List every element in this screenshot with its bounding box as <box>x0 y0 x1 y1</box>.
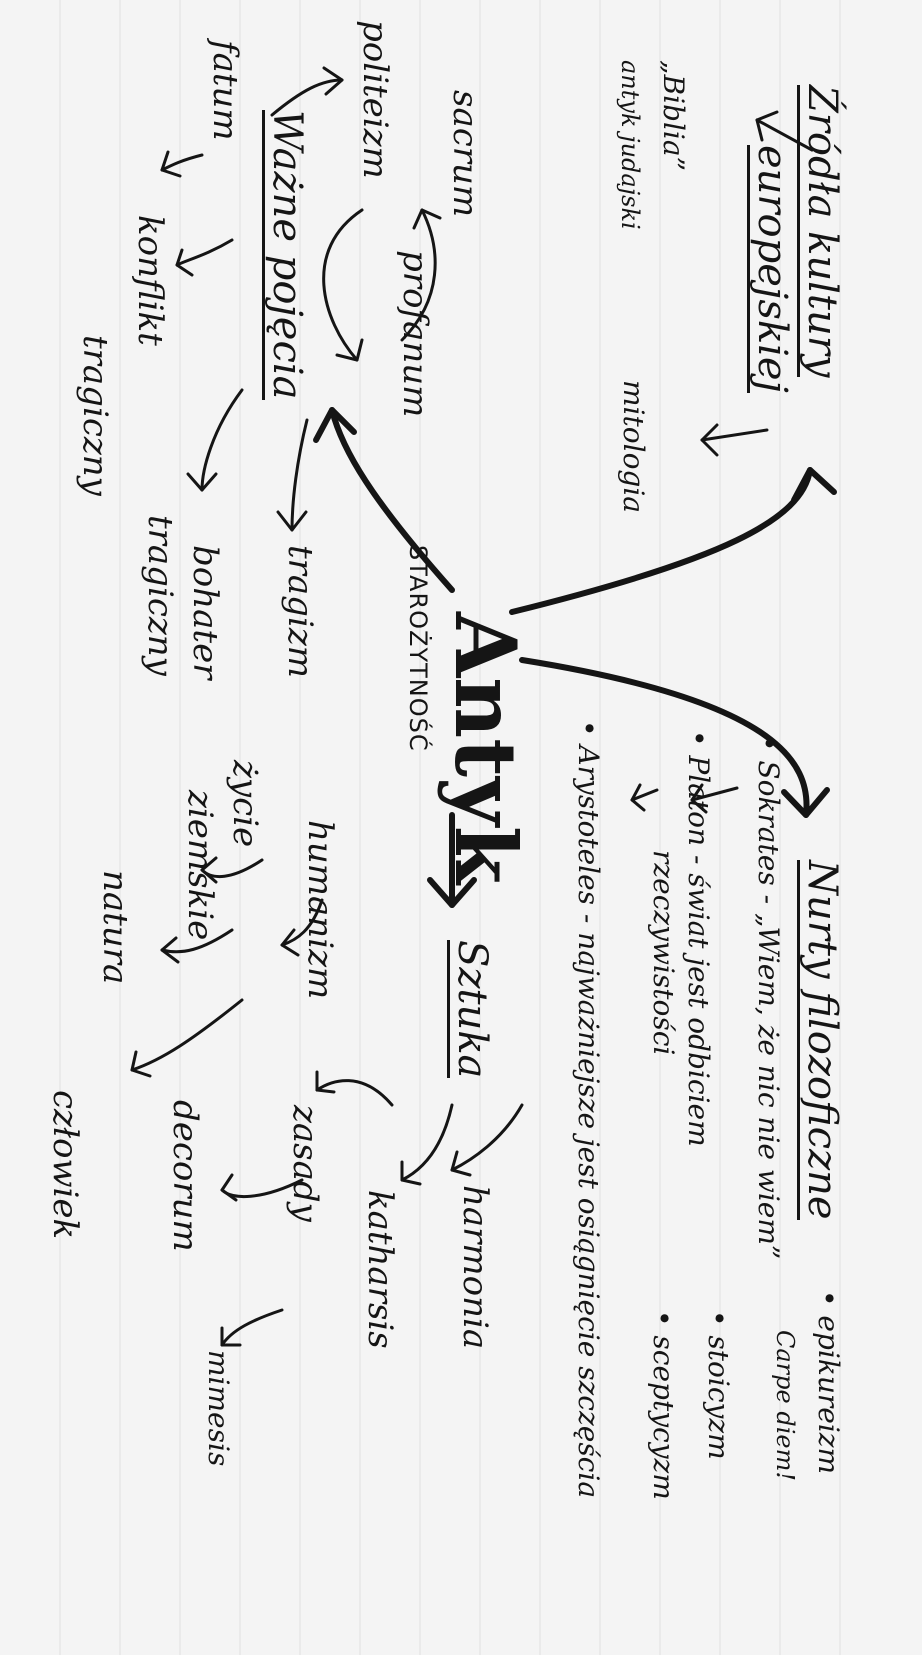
concepts-item-politeizm: politeizm <box>355 20 395 179</box>
arrow-mitologia-head <box>700 423 719 457</box>
philosophy-item-epikureizm: • epikureizm <box>812 1290 845 1475</box>
arrow-to-concepts <box>329 407 455 593</box>
art-item-zycie: życie <box>225 760 265 848</box>
philosophy-item-platon: • Platon - świat jest odbiciem <box>682 730 715 1147</box>
arrow-to-art-head <box>427 877 477 908</box>
arrow-platon-arystoteles <box>630 788 659 802</box>
sources-item-biblia: „Biblia” <box>657 60 690 171</box>
concepts-item-konflikt: konflikt <box>130 215 170 346</box>
arrow-fatum-head <box>160 150 182 178</box>
philosophy-item-stoicyzm: • stoicyzm <box>702 1310 735 1460</box>
arrow-profanum-sacrum <box>400 208 437 342</box>
philosophy-item-sokrates: • Sokrates - „Wiem, że nic nie wiem” <box>752 735 785 1260</box>
sources-title: Źródła kultury <box>797 85 845 378</box>
concepts-title: Ważne pojęcia <box>262 110 310 400</box>
philosophy-item-arystoteles: • Arystoteles - najważniejsze jest osiąg… <box>572 720 605 1499</box>
sources-subtitle: europejskiej <box>747 145 795 393</box>
arrow-zasady-head <box>315 1070 336 1094</box>
arrow-fatum <box>160 153 204 172</box>
art-item-harmonia: harmonia <box>455 1185 495 1350</box>
philosophy-title: Nurty filozoficzne <box>797 860 845 1220</box>
concepts-item-bohater-tragiczny: tragiczny <box>140 515 180 676</box>
concepts-item-profanum: profanum <box>395 250 435 418</box>
arrow-politeizm <box>270 78 344 117</box>
concepts-item-konflikt-tragiczny: tragiczny <box>75 335 115 496</box>
arrow-harmonia-head <box>450 1150 472 1177</box>
arrow-zasady <box>315 1079 394 1107</box>
art-item-mimesis: mimesis <box>202 1350 235 1467</box>
concepts-item-tragizm: tragizm <box>280 545 320 678</box>
arrow-biblia <box>755 118 814 152</box>
arrow-humanizm-head <box>280 928 300 957</box>
arrow-katharsis-head <box>400 1160 422 1186</box>
arrow-konflikt <box>175 238 234 267</box>
arrow-zasady-mimesis <box>220 1308 284 1347</box>
sources-item-mitologia: mitologia <box>617 380 650 513</box>
arrow-mitologia <box>700 428 769 442</box>
arrow-to-sources-head <box>791 467 837 503</box>
arrow-politeizm-head <box>322 66 344 96</box>
art-item-zasady: zasady <box>285 1105 325 1222</box>
arrow-sokrates-platon <box>690 786 739 802</box>
arrow-zasady-mimesis-head <box>220 1326 242 1347</box>
arrow-humanizm-zycie-head <box>200 856 218 884</box>
arrow-humanizm-czlowiek-head <box>130 1050 152 1078</box>
art-item-natura: natura <box>95 870 135 985</box>
concepts-item-bohater: bohater <box>185 545 225 680</box>
philosophy-item-carpe-diem: Carpe diem! <box>771 1330 799 1481</box>
arrow-sokrates-platon-head <box>690 783 708 814</box>
arrow-biblia-head <box>755 110 779 142</box>
center-subtitle: STAROŻYTNOŚĆ <box>404 545 432 752</box>
arrow-profanum-sacrum-head <box>412 208 442 230</box>
concepts-item-sacrum: sacrum <box>445 90 485 218</box>
arrow-humanizm <box>280 898 324 947</box>
center-title: Antyk <box>436 612 535 885</box>
arrow-to-concepts-head <box>313 407 357 443</box>
arrow-platon-arystoteles-head <box>630 783 646 812</box>
philosophy-item-platon-cont: rzeczywistości <box>647 850 680 1056</box>
arrow-sacrum-profanum-head <box>335 338 364 362</box>
arrow-bohater <box>200 388 244 492</box>
arrow-sacrum-profanum <box>322 208 364 362</box>
arrow-harmonia <box>450 1103 524 1172</box>
concepts-item-fatum: fatum <box>205 40 245 141</box>
sources-item-antyk-judajski: antyk judajski <box>616 60 644 230</box>
art-item-czlowiek: człowiek <box>45 1090 85 1240</box>
arrow-humanizm-natura-head <box>160 936 180 964</box>
arrow-to-philosophy-head <box>781 787 830 818</box>
arrow-to-sources <box>509 467 813 615</box>
arrow-humanizm-natura <box>160 928 234 954</box>
art-item-humanizm: humanizm <box>300 820 340 1000</box>
art-title: Sztuka <box>447 940 495 1079</box>
art-item-decorum: decorum <box>165 1100 205 1252</box>
arrow-tragizm <box>290 418 309 532</box>
philosophy-item-sceptycyzm: • sceptycyzm <box>647 1310 680 1500</box>
arrow-katharsis <box>400 1103 454 1182</box>
arrow-zasady-decorum-head <box>220 1173 238 1202</box>
arrow-tragizm-head <box>276 510 308 532</box>
arrow-bohater-head <box>186 472 218 492</box>
arrow-humanizm-czlowiek <box>130 998 244 1072</box>
art-item-ziemskie: ziemskie <box>180 790 220 941</box>
art-item-katharsis: katharsis <box>360 1190 400 1349</box>
arrow-to-philosophy <box>519 657 810 818</box>
arrow-konflikt-head <box>175 248 194 277</box>
